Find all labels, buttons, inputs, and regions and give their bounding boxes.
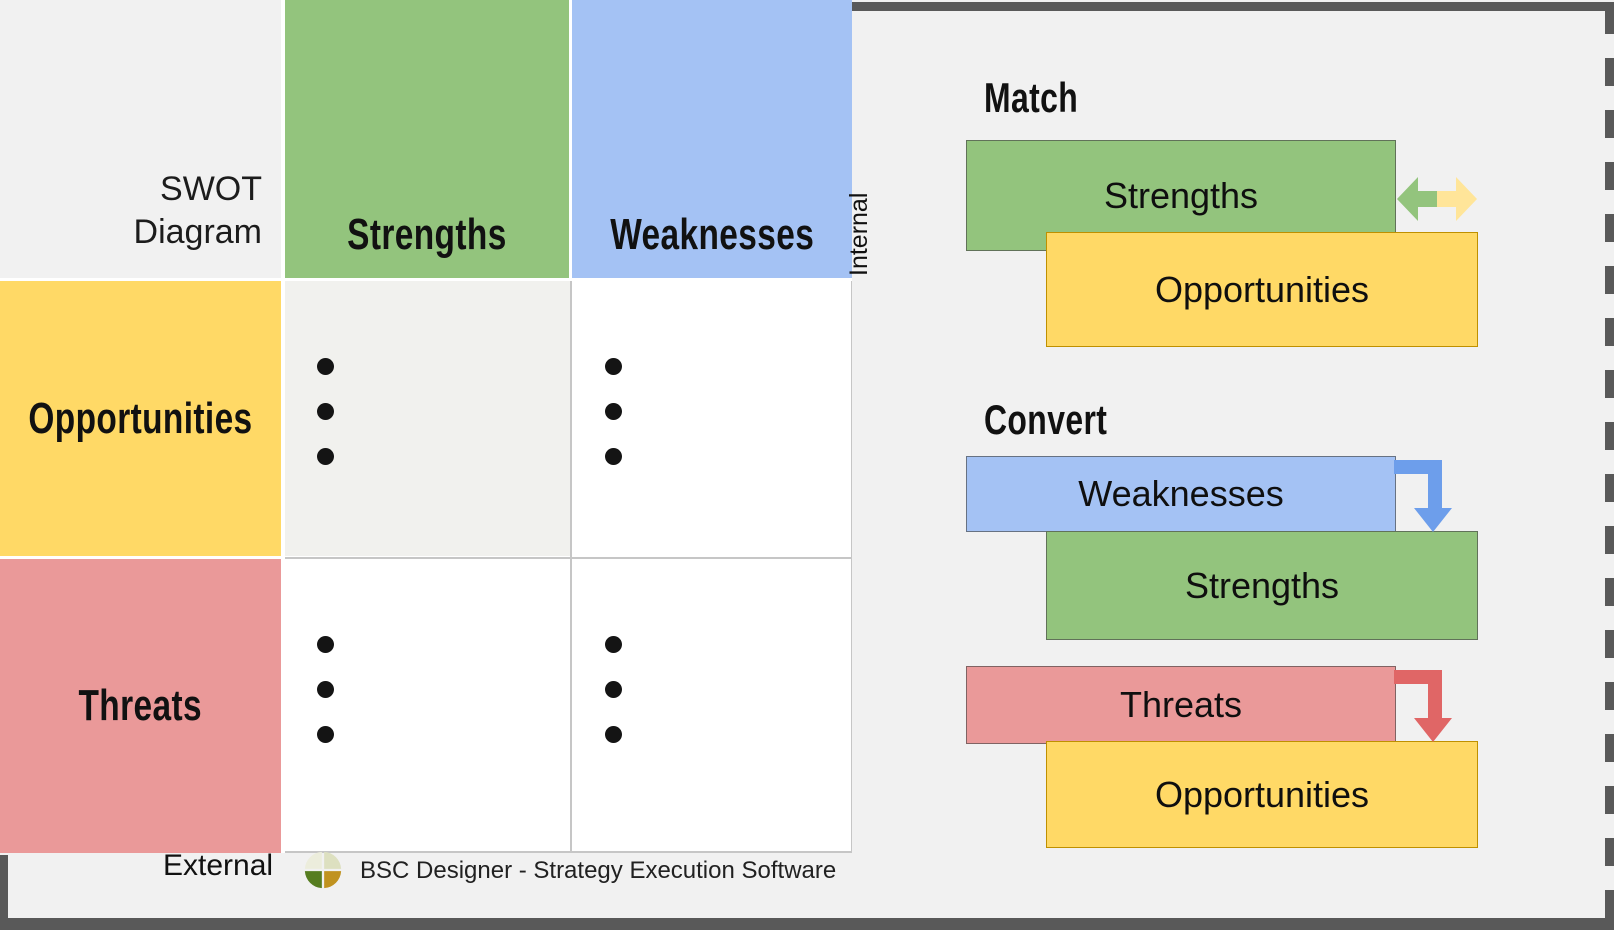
convert-weaknesses-box: Weaknesses	[966, 456, 1396, 532]
bullet-dot	[317, 636, 334, 653]
internal-axis-label: Internal	[845, 192, 873, 276]
bullet-dot	[317, 403, 334, 420]
row-header-threats: Threats	[0, 559, 281, 853]
grid-line-horizontal	[285, 557, 852, 559]
cell-weaknesses-threats	[573, 559, 852, 851]
column-header-weaknesses: Weaknesses	[572, 0, 852, 278]
bullet-list	[605, 636, 622, 743]
frame-top-right-corner	[1605, 2, 1614, 34]
convert-opportunities-box: Opportunities	[1046, 741, 1478, 848]
bullet-dot	[605, 358, 622, 375]
match-opportunities-box: Opportunities	[1046, 232, 1478, 347]
match-opportunities-label: Opportunities	[1154, 268, 1370, 310]
row-header-threats-label: Threats	[78, 681, 203, 730]
diagram-title: SWOT Diagram	[134, 168, 262, 254]
column-header-weaknesses-label: Weaknesses	[610, 210, 814, 259]
grid-line-vertical-right	[851, 281, 852, 853]
row-header-opportunities: Opportunities	[0, 281, 281, 556]
convert-threats-label: Threats	[1119, 684, 1243, 725]
convert-opportunities-label: Opportunities	[1154, 773, 1370, 815]
convert-strengths-label: Strengths	[1184, 564, 1340, 606]
frame-top-border	[852, 2, 1610, 11]
match-heading-label: Match	[984, 74, 1079, 121]
grid-line-horizontal-bottom	[285, 851, 852, 853]
bullet-dot	[605, 448, 622, 465]
cell-strengths-threats	[285, 559, 570, 851]
bullet-dot	[317, 358, 334, 375]
frame-left-border	[0, 855, 8, 918]
bullet-dot	[317, 726, 334, 743]
diagram-title-line2: Diagram	[133, 213, 262, 251]
column-header-strengths: Strengths	[285, 0, 569, 278]
matrix-title-cell: SWOT Diagram	[0, 0, 281, 278]
bullet-dot	[317, 681, 334, 698]
row-header-opportunities-label: Opportunities	[28, 393, 253, 443]
bullet-dot	[605, 681, 622, 698]
frame-bottom-border	[0, 918, 1614, 930]
match-section-heading: Match	[984, 74, 1108, 122]
column-header-strengths-label: Strengths	[347, 210, 507, 259]
elbow-arrow-down-red-icon	[1394, 670, 1452, 742]
swot-matrix: SWOT Diagram Strengths Weaknesses Opport…	[0, 0, 852, 853]
convert-weaknesses-label: Weaknesses	[1078, 473, 1284, 514]
bullet-list	[317, 636, 334, 743]
convert-heading-label: Convert	[984, 396, 1108, 443]
external-axis-label: External	[163, 849, 274, 882]
bullet-list	[605, 358, 622, 465]
cell-weaknesses-opportunities	[573, 281, 852, 556]
convert-section-heading: Convert	[984, 396, 1146, 444]
convert-threats-box: Threats	[966, 666, 1396, 744]
footer-brand-text: BSC Designer - Strategy Execution Softwa…	[360, 857, 837, 884]
bsc-designer-logo-icon	[304, 851, 342, 889]
convert-strengths-box: Strengths	[1046, 531, 1478, 640]
frame-right-dashed-border	[1605, 34, 1614, 918]
double-arrow-icon	[1397, 177, 1477, 221]
bullet-dot	[317, 448, 334, 465]
cell-strengths-opportunities	[285, 281, 570, 556]
bullet-dot	[605, 403, 622, 420]
elbow-arrow-down-blue-icon	[1394, 460, 1452, 532]
diagram-title-line1: SWOT	[160, 170, 262, 208]
bullet-dot	[605, 636, 622, 653]
grid-line-vertical	[570, 281, 572, 853]
footer-brand: BSC Designer - Strategy Execution Softwa…	[302, 849, 836, 891]
bullet-dot	[605, 726, 622, 743]
match-strengths-label: Strengths	[1103, 174, 1259, 216]
bullet-list	[317, 358, 334, 465]
